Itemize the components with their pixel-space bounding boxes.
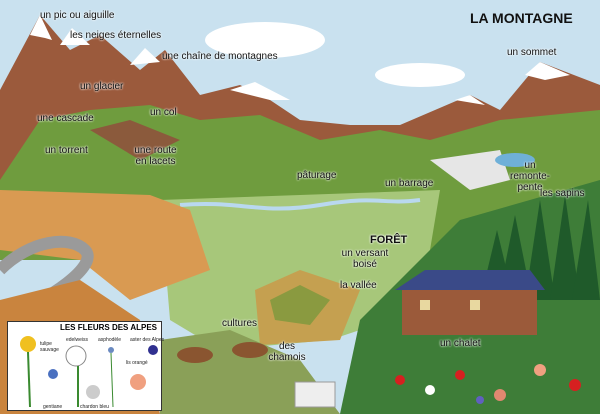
flowers-drawing xyxy=(20,336,158,408)
label-vallee: la vallée xyxy=(340,280,377,291)
label-pic: un pic ou aiguille xyxy=(40,10,115,21)
label-paturage: pâturage xyxy=(297,170,337,181)
snow-cap xyxy=(525,62,570,80)
label-route: une route en lacets xyxy=(134,145,177,167)
flowers xyxy=(395,364,581,404)
chalet xyxy=(395,270,545,335)
flower-label: chardon bleu xyxy=(80,404,109,410)
alpine-flowers-inset: LES FLEURS DES ALPES tulipe sauvage edel… xyxy=(7,321,165,411)
snow-cap xyxy=(30,15,52,40)
snow-cap xyxy=(60,28,90,45)
rock-slope xyxy=(90,120,180,160)
label-versant: un versant boisé xyxy=(341,248,389,270)
label-torrent: un torrent xyxy=(45,145,88,156)
flower-label: edelweiss xyxy=(66,337,88,343)
cliff xyxy=(0,190,210,300)
fields xyxy=(270,285,330,325)
inset-title: LES FLEURS DES ALPES xyxy=(59,323,157,332)
label-chaine: une chaîne de montagnes xyxy=(162,51,278,62)
label-cultures: cultures xyxy=(222,318,258,329)
flower-label: gentiane xyxy=(43,404,63,410)
snow-cap xyxy=(455,95,485,105)
river xyxy=(179,198,421,211)
snow-cap xyxy=(230,82,290,100)
flower-label: aster des Alpes xyxy=(130,337,165,343)
poster-title: LA MONTAGNE xyxy=(470,10,573,26)
label-glacier: un glacier xyxy=(80,81,124,92)
flower-label: tulipe sauvage xyxy=(40,341,59,353)
label-col: un col xyxy=(150,107,177,118)
label-chamois: des chamois xyxy=(268,341,306,363)
label-cascade: une cascade xyxy=(37,113,94,124)
label-chalet: un chalet xyxy=(440,338,481,349)
label-remonte: un remonte-pente xyxy=(509,160,550,193)
lake xyxy=(495,153,535,167)
label-foret: FORÊT xyxy=(370,234,408,246)
publisher-logo xyxy=(294,381,336,408)
label-sommet: un sommet xyxy=(507,47,557,58)
flower-label: lis orangé xyxy=(126,360,148,366)
cloud xyxy=(375,63,465,87)
label-sapins: les sapins xyxy=(540,188,585,199)
label-neiges: les neiges éternelles xyxy=(70,30,162,41)
cloud xyxy=(205,22,325,58)
dam xyxy=(430,150,510,190)
label-barrage: un barrage xyxy=(385,178,434,189)
chamois xyxy=(177,342,268,363)
snow-cap xyxy=(130,48,160,65)
flower-label: asphodèle xyxy=(98,337,122,343)
